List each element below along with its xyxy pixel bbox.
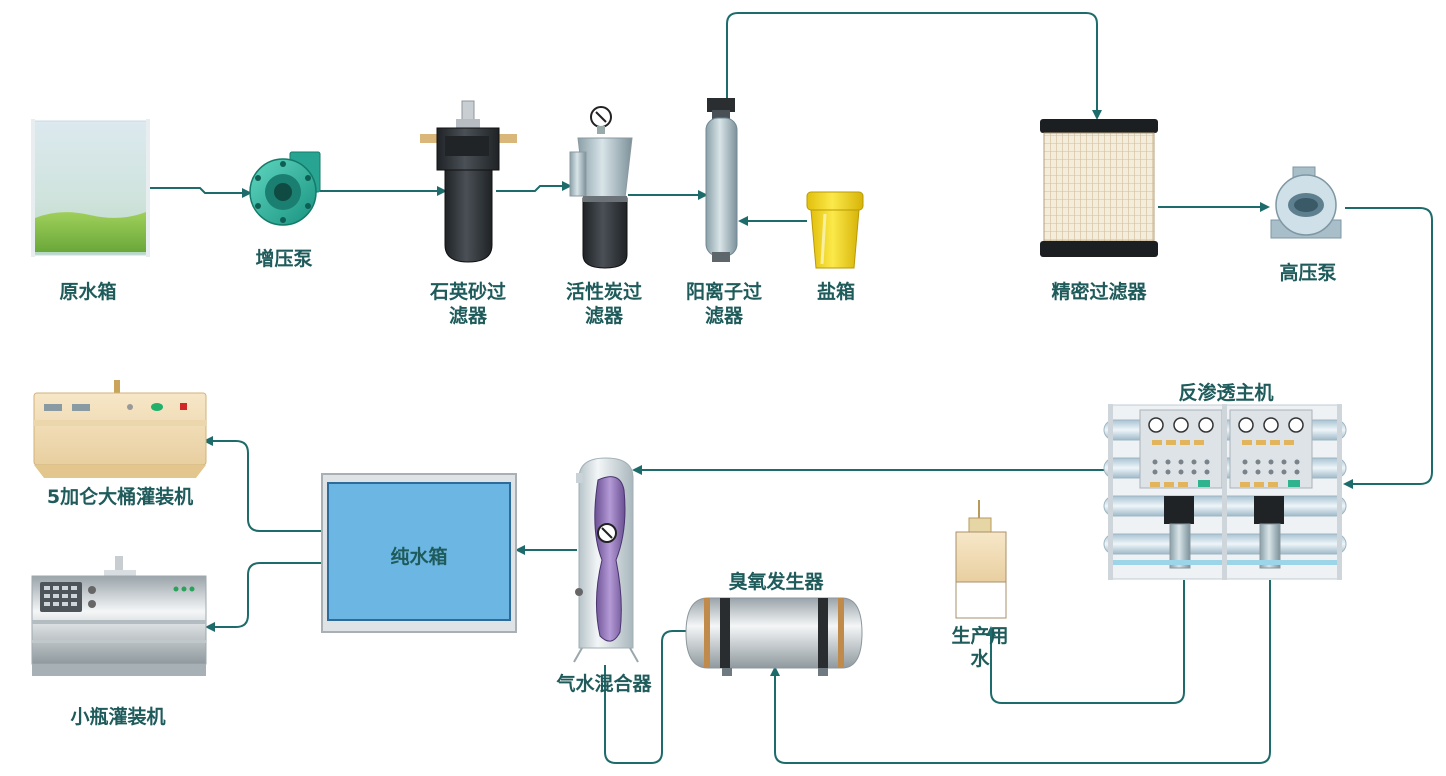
label-raw-tank: 原水箱 <box>59 280 116 303</box>
flow-pure-tank-to-gallon-filler <box>203 436 322 532</box>
label-ozone-generator: 臭氧发生器 <box>728 570 824 593</box>
flow-ro-to-production-water <box>986 580 1185 704</box>
ro-unit <box>1103 404 1347 580</box>
label-carbon-filter-line2: 滤器 <box>585 305 624 327</box>
flow-quartz-to-carbon <box>496 181 572 192</box>
flow-tank-to-pump <box>150 187 252 198</box>
flow-cation-to-precision <box>726 12 1102 120</box>
quartz-sand-filter <box>420 100 517 263</box>
precision-filter <box>1040 119 1158 257</box>
small-bottle-filler <box>31 556 207 676</box>
flow-ro-to-ozone <box>770 580 1271 764</box>
label-cation-filter-line2: 滤器 <box>705 305 744 327</box>
ozone-generator <box>685 597 863 676</box>
label-pure-water-tank: 纯水箱 <box>390 545 447 568</box>
flow-hp-pump-to-ro <box>1343 207 1433 489</box>
gas-water-mixer <box>573 457 639 663</box>
flow-pure-tank-to-bottle-filler <box>205 562 322 632</box>
high-pressure-pump <box>1270 166 1342 239</box>
label-gallon-filler: 5加仑大桶灌装机 <box>47 485 193 508</box>
label-quartz-filter-line1: 石英砂过 <box>429 280 506 303</box>
booster-pump <box>249 151 321 226</box>
flow-ozone-to-mixer <box>604 630 686 764</box>
salt-tank <box>806 191 864 269</box>
label-precision-filter: 精密过滤器 <box>1051 280 1147 303</box>
pure-water-tank <box>321 473 517 633</box>
label-gas-water-mixer: 气水混合器 <box>555 672 652 695</box>
label-booster-pump: 增压泵 <box>255 247 312 270</box>
label-production-water-line2: 水 <box>970 648 990 670</box>
label-production-water-line1: 生产用 <box>951 624 1008 647</box>
label-high-pressure-pump: 高压泵 <box>1279 261 1336 284</box>
activated-carbon-filter <box>569 106 633 269</box>
labels: 原水箱 增压泵 石英砂过 滤器 活性炭过 滤器 阳离子过 滤器 盐箱 精密过滤器… <box>47 247 1337 728</box>
flow-lines <box>150 12 1433 764</box>
production-water-container <box>955 500 1007 619</box>
cation-filter <box>705 98 738 262</box>
gallon-filler <box>33 380 207 478</box>
label-quartz-filter-line2: 滤器 <box>449 305 488 327</box>
raw-water-tank <box>31 119 150 257</box>
label-salt-tank: 盐箱 <box>817 280 855 303</box>
label-small-bottle-filler: 小瓶灌装机 <box>70 705 165 728</box>
label-ro-unit: 反渗透主机 <box>1178 381 1273 404</box>
label-carbon-filter-line1: 活性炭过 <box>566 280 642 303</box>
label-cation-filter-line1: 阳离子过 <box>686 280 762 303</box>
